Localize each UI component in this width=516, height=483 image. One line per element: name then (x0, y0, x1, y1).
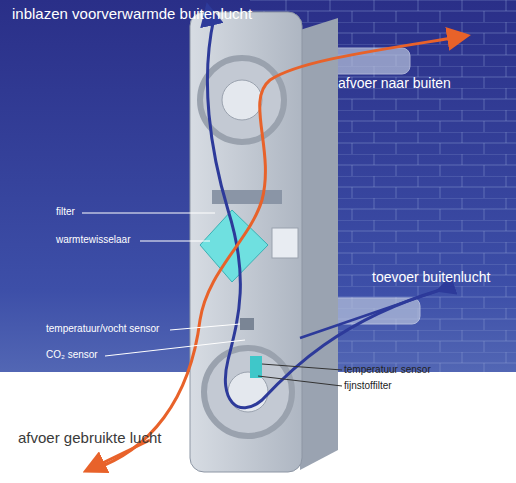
part-label: fijnstoffilter (344, 380, 392, 391)
flow-label: toevoer buitenlucht (372, 270, 490, 285)
part-label: warmtewisselaar (56, 234, 130, 245)
leader-line (258, 364, 342, 386)
flow-label: inblazen voorverwarmde buitenlucht (12, 6, 252, 23)
part-label: temperatuur sensor (344, 364, 431, 375)
flow-label: afvoer gebruikte lucht (18, 430, 161, 447)
exhaust-air-flow (92, 36, 465, 470)
part-label: temperatuur/vocht sensor (46, 323, 159, 334)
part-label: filter (56, 206, 75, 217)
ventilation-unit (190, 12, 338, 472)
flow-label: afvoer naar buiten (338, 76, 451, 91)
fresh-air-arrow (300, 290, 440, 338)
part-label: CO₂ sensor (46, 349, 98, 360)
